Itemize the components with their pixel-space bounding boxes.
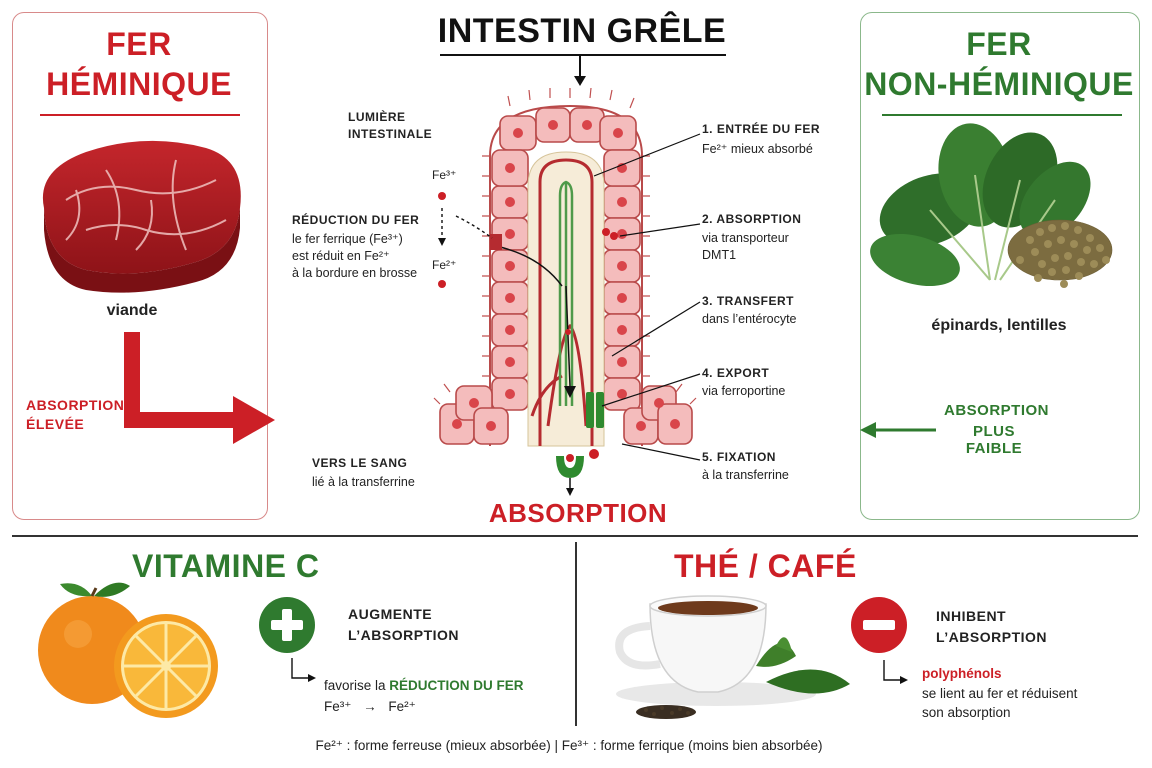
nonheme-title-underline — [882, 114, 1122, 116]
eq-from: Fe³⁺ — [324, 699, 352, 714]
step-2-sub: via transporteur — [702, 231, 789, 245]
villus-diagram — [433, 87, 697, 496]
tea-detail-arrow — [883, 660, 908, 684]
nonheme-absorption-line1: ABSORPTION — [944, 402, 1050, 419]
heme-absorption-line2: ÉLEVÉE — [26, 416, 85, 432]
intestine-title-underline — [440, 54, 726, 56]
vertical-divider — [575, 542, 577, 726]
nonheme-title-line2: NON-HÉMINIQUE — [864, 66, 1134, 102]
nonheme-absorption-arrow — [860, 422, 936, 438]
step-2-title: 2. ABSORPTION — [702, 212, 802, 226]
eq-arrow: → — [363, 699, 377, 714]
tea-detail-highlight: polyphénols — [922, 666, 1002, 681]
horizontal-divider — [12, 535, 1138, 537]
lumen-label-line1: LUMIÈRE — [348, 110, 406, 124]
meat-image — [42, 140, 241, 293]
vitc-equation: Fe³⁺ → Fe²⁺ — [324, 699, 416, 715]
tea-detail-line2: son absorption — [922, 705, 1011, 720]
vitc-detail-prefix: favorise la — [324, 678, 390, 693]
step-1-sub: Fe²⁺ mieux absorbé — [702, 142, 813, 156]
plus-icon — [259, 597, 315, 653]
nonheme-title-line1: FER — [966, 26, 1032, 62]
heme-title-line1: FER — [106, 26, 172, 62]
spinach-lentils-image — [870, 123, 1113, 288]
vitc-effect-line2: L’ABSORPTION — [348, 627, 460, 643]
reduction-line1: le fer ferrique (Fe³⁺) — [292, 232, 403, 246]
step-4-title: 4. EXPORT — [702, 366, 770, 380]
eq-to: Fe²⁺ — [388, 699, 416, 714]
tea-effect-line1: INHIBENT — [936, 608, 1007, 624]
step-5-sub: à la transferrine — [702, 468, 789, 482]
tea-effect-line2: L’ABSORPTION — [936, 629, 1048, 645]
orange-image — [38, 582, 218, 718]
lumen-label-line2: INTESTINALE — [348, 127, 433, 141]
footer-note: Fe²⁺ : forme ferreuse (mieux absorbée) |… — [315, 738, 823, 753]
step-4-sub: via ferroportine — [702, 384, 786, 398]
fe2-label: Fe²⁺ — [432, 258, 457, 272]
nonheme-absorption-line2: PLUS FAIBLE — [965, 423, 1023, 457]
vitc-detail-arrow — [291, 658, 316, 682]
reduction-line3: à la bordure en brosse — [292, 266, 418, 280]
blood-title: VERS LE SANG — [312, 456, 408, 470]
tea-cup-image — [615, 595, 850, 719]
reduction-line2: est réduit en Fe²⁺ — [292, 249, 390, 263]
vitc-detail-highlight: RÉDUCTION DU FER — [389, 678, 524, 693]
step-pointers — [593, 133, 701, 461]
heme-absorption-line1: ABSORPTION — [26, 397, 125, 413]
step-2-sub2: DMT1 — [702, 248, 737, 262]
tea-detail-line1: se lient au fer et réduisent — [922, 686, 1078, 701]
tea-title: THÉ / CAFÉ — [674, 548, 857, 584]
heme-absorption-arrow — [124, 332, 275, 444]
fe3-label: Fe³⁺ — [432, 168, 457, 182]
heme-title-line2: HÉMINIQUE — [46, 66, 232, 102]
step-1-title: 1. ENTRÉE DU FER — [702, 122, 821, 136]
absorption-label: ABSORPTION — [488, 498, 668, 528]
reduction-title: RÉDUCTION DU FER — [292, 213, 420, 227]
vitc-title: VITAMINE C — [132, 548, 320, 584]
heme-title-underline — [40, 114, 240, 116]
vitc-effect-line1: AUGMENTE — [348, 606, 433, 622]
blood-sub: lié à la transferrine — [312, 475, 415, 489]
vitc-detail: favorise la RÉDUCTION DU FER — [324, 678, 524, 693]
intestine-title: INTESTIN GRÊLE — [437, 12, 727, 50]
step-3-sub: dans l’entérocyte — [702, 312, 797, 326]
nonheme-food-label: épinards, lentilles — [931, 317, 1067, 334]
step-5-title: 5. FIXATION — [702, 450, 776, 464]
title-down-arrow — [574, 56, 586, 86]
minus-icon — [851, 597, 907, 653]
step-3-title: 3. TRANSFERT — [702, 294, 795, 308]
reduction-arrow — [438, 192, 493, 288]
heme-food-label: viande — [106, 302, 158, 319]
